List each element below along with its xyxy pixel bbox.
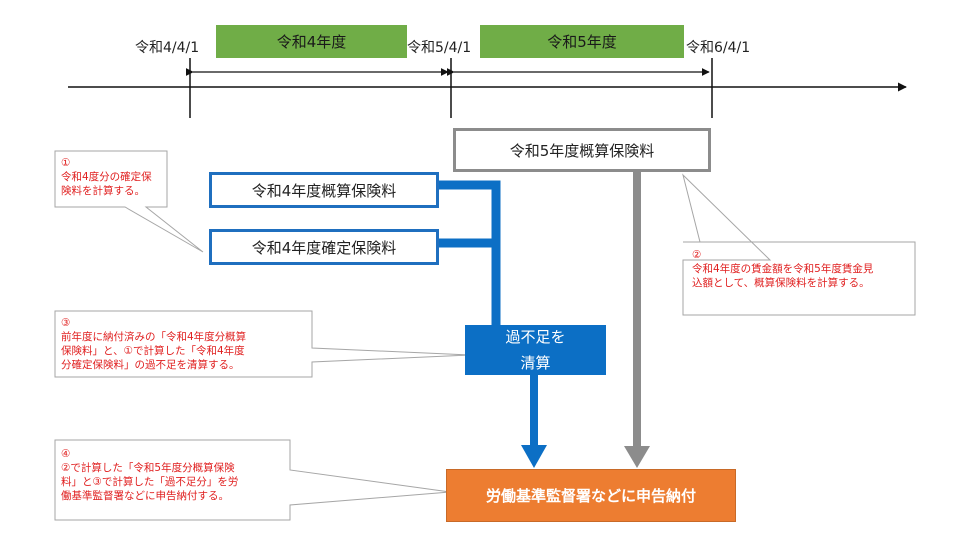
date-label-fy4-start: 令和4/4/1 bbox=[135, 40, 200, 56]
note-3-text: ③ 前年度に納付済みの「令和4年度分概算 保険料」と、①で計算した「令和4年度 … bbox=[61, 317, 247, 371]
note-4-text: ④ ②で計算した「令和5年度分概算保険 料」と③で計算した「過不足分」を労 働基… bbox=[61, 448, 239, 502]
date-label-fy6-start: 令和6/4/1 bbox=[686, 40, 751, 56]
fiscal-year-band-fy5: 令和5年度 bbox=[480, 25, 684, 58]
callout-1-shape bbox=[54, 150, 204, 253]
fy5-estimated-premium-box: 令和5年度概算保険料 bbox=[453, 128, 711, 172]
fy4-confirmed-premium-box: 令和4年度確定保険料 bbox=[209, 229, 439, 265]
callout-2-shape bbox=[682, 173, 916, 316]
settle-difference-line1: 過不足を bbox=[505, 328, 566, 346]
note-2-text: ② 令和4年度の賃金額を令和5年度賃金見 込額として、概算保険料を計算する。 bbox=[692, 249, 874, 289]
callout-3-shape bbox=[54, 310, 471, 378]
fy4-estimated-connector bbox=[438, 180, 501, 232]
settle-difference-line2: 清算 bbox=[520, 354, 551, 372]
date-label-fy5-start: 令和5/4/1 bbox=[407, 40, 472, 56]
note-1-text: ① 令和4度分の確定保 険料を計算する。 bbox=[61, 157, 152, 197]
callout-4-shape bbox=[54, 439, 451, 521]
file-and-pay-box: 労働基準監督署などに申告納付 bbox=[446, 469, 736, 522]
fiscal-year-band-fy4: 令和4年度 bbox=[216, 25, 407, 58]
fy5-estimated-to-final-arrowhead bbox=[624, 446, 650, 468]
settle-difference-box: 過不足を 清算 bbox=[465, 325, 606, 375]
settle-to-final-arrowhead bbox=[521, 445, 547, 468]
fy4-estimated-premium-box: 令和4年度概算保険料 bbox=[209, 172, 439, 208]
